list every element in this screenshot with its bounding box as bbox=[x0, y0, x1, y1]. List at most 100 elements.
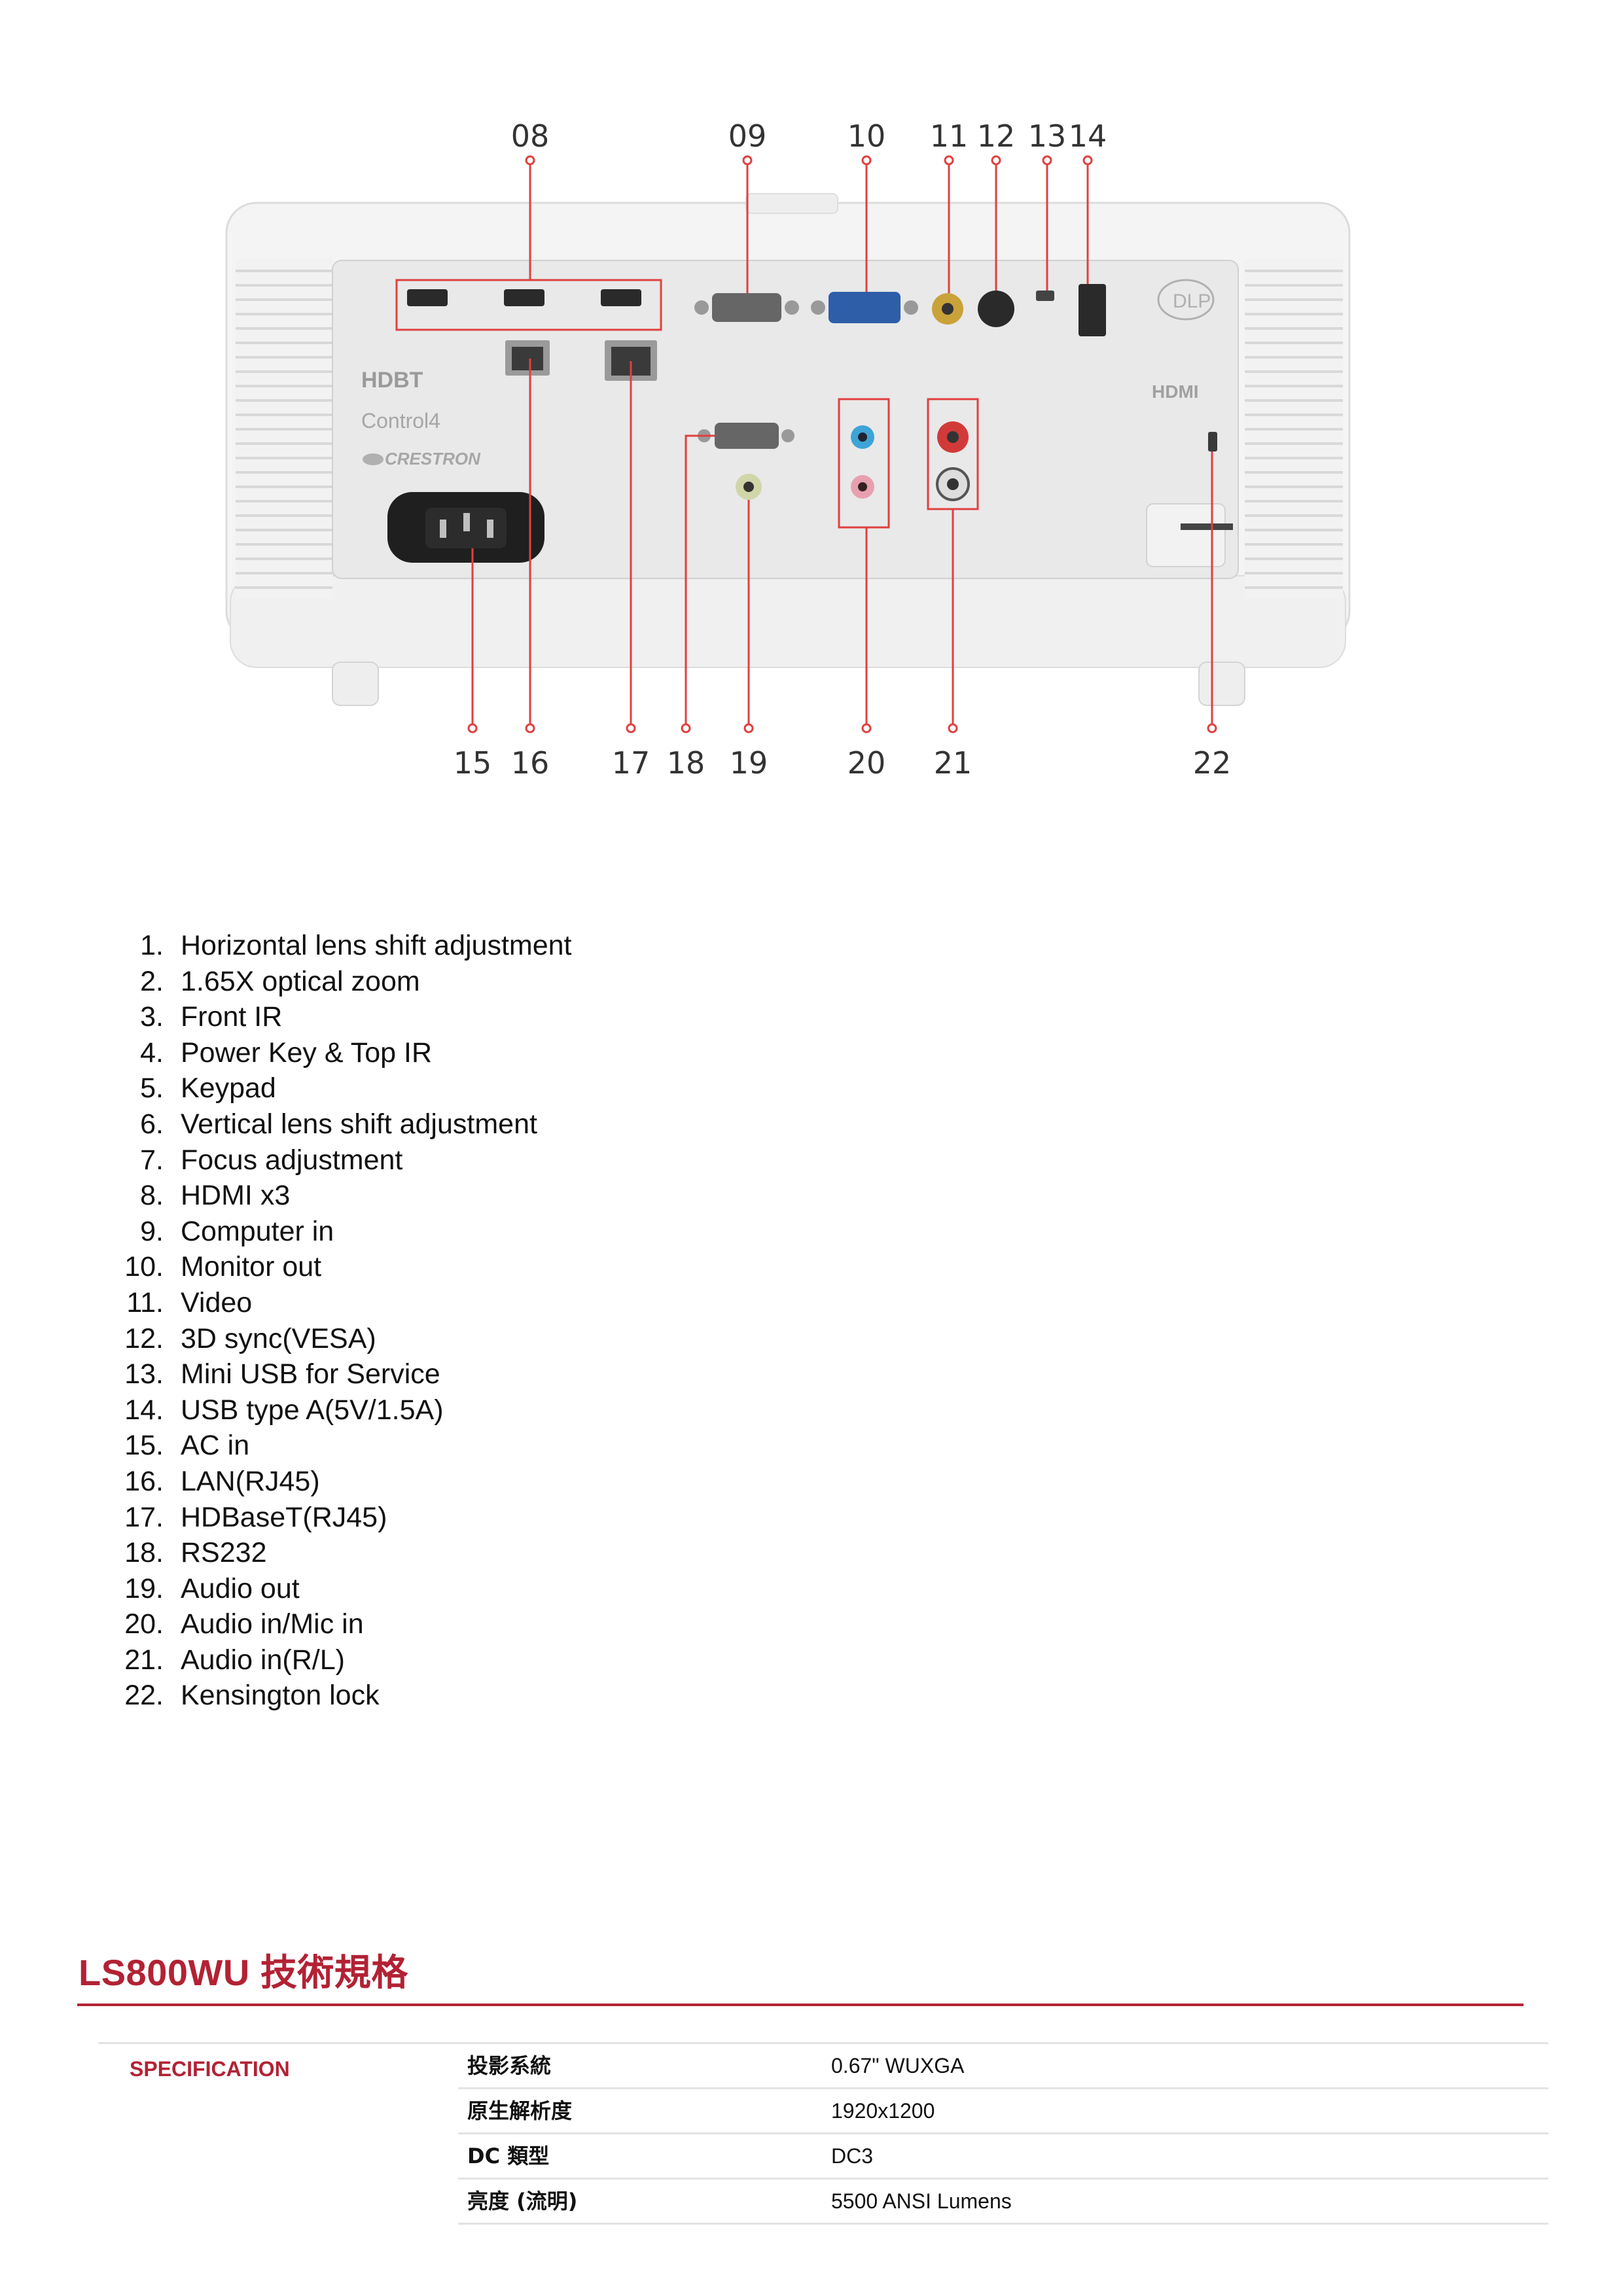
spec-title-divider bbox=[77, 2004, 1524, 2006]
list-item-number: 15. bbox=[92, 1428, 164, 1464]
callout-11: 11 bbox=[930, 118, 969, 154]
callout-13: 13 bbox=[1028, 118, 1067, 154]
list-item-number: 17. bbox=[92, 1500, 164, 1536]
list-item-label: Computer in bbox=[181, 1216, 334, 1247]
callout-17: 17 bbox=[612, 745, 651, 781]
list-item-label: HDBaseT(RJ45) bbox=[181, 1502, 387, 1533]
list-item-label: Mini USB for Service bbox=[181, 1358, 440, 1390]
list-item-number: 6. bbox=[92, 1106, 164, 1142]
list-item-label: HDMI x3 bbox=[181, 1180, 290, 1211]
list-item-label: LAN(RJ45) bbox=[181, 1466, 320, 1497]
left-vent bbox=[236, 258, 332, 599]
list-item-number: 9. bbox=[92, 1214, 164, 1250]
callout-19: 19 bbox=[730, 745, 768, 781]
list-item: 21. Audio in(R/L) bbox=[92, 1642, 572, 1678]
spec-key: 投影系統 bbox=[467, 2044, 551, 2087]
list-item-label: RS232 bbox=[181, 1537, 266, 1568]
spec-value: 0.67" WUXGA bbox=[831, 2044, 964, 2087]
list-item-number: 4. bbox=[92, 1035, 164, 1071]
spec-row: 投影系統 0.67" WUXGA bbox=[458, 2044, 1548, 2089]
list-item: 8.HDMI x3 bbox=[92, 1178, 572, 1214]
list-item-label: Video bbox=[181, 1287, 252, 1318]
list-item: 15.AC in bbox=[92, 1428, 572, 1464]
spec-key: 原生解析度 bbox=[467, 2089, 572, 2132]
right-foot bbox=[1199, 662, 1245, 705]
list-item-label: Audio in(R/L) bbox=[181, 1644, 345, 1676]
list-item: 22. Kensington lock bbox=[92, 1678, 572, 1714]
list-item-label: Keypad bbox=[181, 1072, 276, 1104]
callout-labels-top: 08 09 10 11 12 13 14 bbox=[511, 118, 1107, 154]
list-item-label: Vertical lens shift adjustment bbox=[181, 1108, 537, 1140]
list-item: 20. Audio in/Mic in bbox=[92, 1606, 572, 1642]
list-item-number: 18. bbox=[92, 1535, 164, 1571]
svg-text:HDBT: HDBT bbox=[361, 368, 423, 393]
video-port bbox=[932, 293, 963, 325]
list-item-label: USB type A(5V/1.5A) bbox=[181, 1394, 444, 1426]
list-item: 14.USB type A(5V/1.5A) bbox=[92, 1392, 572, 1428]
control4-logo: Control4 bbox=[361, 409, 440, 433]
hdmi-logo: HDMI bbox=[1152, 381, 1199, 402]
list-item: 13. Mini USB for Service bbox=[92, 1356, 572, 1392]
list-item-number: 5. bbox=[92, 1070, 164, 1106]
list-item-number: 19. bbox=[92, 1571, 164, 1607]
list-item-number: 3. bbox=[92, 999, 164, 1035]
list-item-label: Front IR bbox=[181, 1001, 282, 1033]
spec-key: DC 類型 bbox=[467, 2134, 549, 2178]
list-item: 10. Monitor out bbox=[92, 1249, 572, 1285]
projector-rear-panel-figure: HDBT Control4 CRESTRON DLP HDMI bbox=[0, 0, 1623, 811]
hdbt-logo: HDBT bbox=[361, 368, 423, 393]
list-item-number: 1. bbox=[92, 928, 164, 964]
list-item-number: 20. bbox=[92, 1606, 164, 1642]
list-item-label: Audio out bbox=[181, 1573, 300, 1604]
list-item-label: 1.65X optical zoom bbox=[181, 966, 420, 997]
list-item-number: 2. bbox=[92, 964, 164, 1000]
list-item: 9. Computer in bbox=[92, 1214, 572, 1250]
feature-list: 1. Horizontal lens shift adjustment 2. 1.6… bbox=[92, 928, 572, 1714]
list-item-label: Focus adjustment bbox=[181, 1144, 402, 1176]
list-item-label: Horizontal lens shift adjustment bbox=[181, 930, 572, 961]
callout-10: 10 bbox=[847, 118, 886, 154]
list-item: 11.Video bbox=[92, 1285, 572, 1321]
svg-text:DLP: DLP bbox=[1173, 291, 1211, 312]
callout-18: 18 bbox=[667, 745, 705, 781]
callout-20: 20 bbox=[847, 745, 886, 781]
callout-labels-bottom: 15 16 17 18 19 20 21 22 bbox=[454, 745, 1232, 781]
list-item: 18. RS232 bbox=[92, 1535, 572, 1571]
spec-value: 5500 ANSI Lumens bbox=[831, 2180, 1012, 2223]
list-item: 4.Power Key & Top IR bbox=[92, 1035, 572, 1071]
spec-section-label: SPECIFICATION bbox=[130, 2057, 290, 2081]
list-item: 17. HDBaseT(RJ45) bbox=[92, 1500, 572, 1536]
list-item-number: 12. bbox=[92, 1321, 164, 1357]
spec-row: DC 類型 DC3 bbox=[458, 2134, 1548, 2180]
list-item-label: Audio in/Mic in bbox=[181, 1608, 364, 1640]
callout-22: 22 bbox=[1193, 745, 1232, 781]
list-item: 5. Keypad bbox=[92, 1070, 572, 1106]
audio-in-r-port bbox=[937, 421, 969, 453]
callout-09: 09 bbox=[728, 118, 767, 154]
svg-text:Control4: Control4 bbox=[361, 409, 440, 433]
usb-a-port bbox=[1079, 284, 1106, 336]
security-bar bbox=[1147, 504, 1233, 567]
callout-16: 16 bbox=[511, 745, 550, 781]
list-item-label: Monitor out bbox=[181, 1251, 321, 1282]
list-item: 7.Focus adjustment bbox=[92, 1142, 572, 1178]
list-item: 2. 1.65X optical zoom bbox=[92, 964, 572, 1000]
list-item-number: 21. bbox=[92, 1642, 164, 1678]
list-item: 19. Audio out bbox=[92, 1571, 572, 1607]
spec-title: LS800WU 技術規格 bbox=[79, 1943, 408, 1996]
hdmi-port-2 bbox=[504, 289, 544, 306]
list-item-label: Kensington lock bbox=[181, 1680, 380, 1711]
callout-21: 21 bbox=[934, 745, 972, 781]
spec-row: 亮度 (流明) 5500 ANSI Lumens bbox=[458, 2180, 1548, 2225]
list-item: 16.LAN(RJ45) bbox=[92, 1464, 572, 1500]
list-item: 1. Horizontal lens shift adjustment bbox=[92, 928, 572, 964]
3d-sync-port bbox=[978, 291, 1014, 327]
mic-in-port bbox=[851, 475, 874, 499]
list-item-number: 10. bbox=[92, 1249, 164, 1285]
list-item-number: 13. bbox=[92, 1356, 164, 1392]
list-item-number: 22. bbox=[92, 1678, 164, 1714]
spec-value: DC3 bbox=[831, 2134, 873, 2178]
audio-out-port bbox=[736, 474, 762, 500]
list-item: 3. Front IR bbox=[92, 999, 572, 1035]
list-item: 12.3D sync(VESA) bbox=[92, 1321, 572, 1357]
